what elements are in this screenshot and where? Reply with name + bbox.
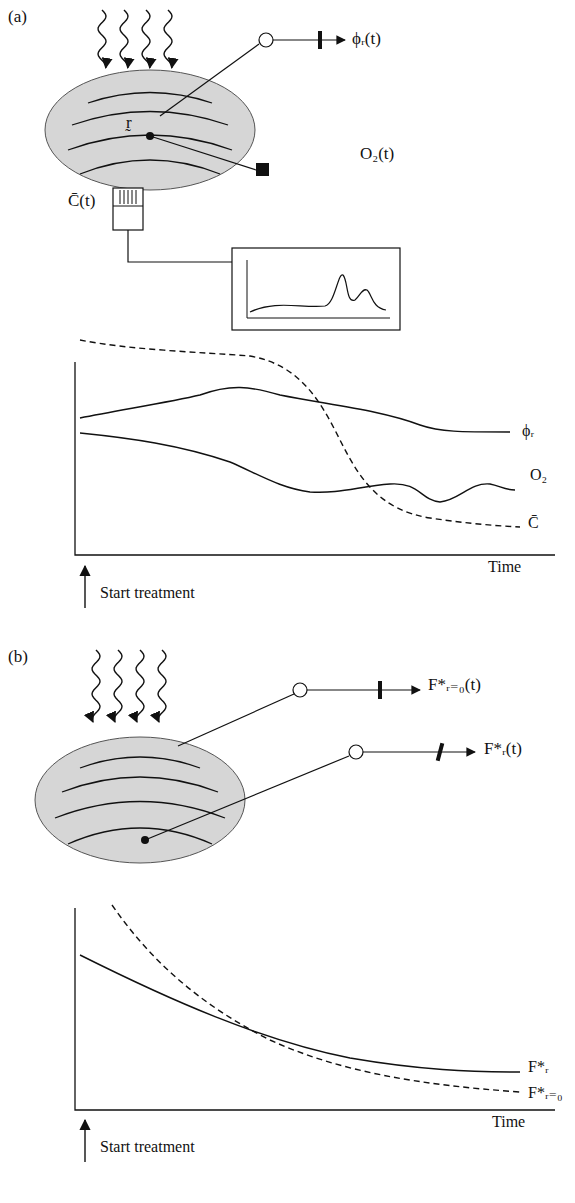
panel-label: (a)	[8, 8, 27, 27]
radiation-wave	[136, 650, 144, 722]
annotation: Start treatment	[100, 584, 195, 602]
curve-label: C̄	[528, 514, 539, 532]
annotation: Start treatment	[100, 1138, 195, 1156]
signal-label: C̄(t)	[68, 192, 95, 211]
tissue	[45, 70, 255, 190]
radiation-wave	[120, 10, 128, 68]
radiation-wave	[142, 10, 150, 68]
radiation-wave	[98, 10, 106, 68]
curve-label: F*ᵣ₌₀	[528, 1084, 563, 1102]
axis-label: Time	[488, 558, 521, 576]
curve-label: O₂	[530, 466, 547, 484]
radiation-wave	[114, 650, 122, 722]
signal-label: F*ᵣ(t)	[484, 740, 522, 759]
axis-label: Time	[492, 1113, 525, 1131]
signal-label: O₂(t)	[360, 145, 394, 164]
radiation-wave	[164, 10, 172, 68]
signal-label: ϕᵣ(t)	[352, 30, 381, 49]
panel-label: (b)	[8, 648, 28, 667]
curve-label: ϕᵣ	[522, 422, 534, 440]
position-label: r̰	[126, 114, 132, 133]
radiation-wave	[92, 650, 100, 722]
signal-label: F*ᵣ₌₀(t)	[428, 676, 481, 695]
curve-label: F*ᵣ	[528, 1058, 549, 1076]
radiation-wave	[158, 650, 166, 722]
